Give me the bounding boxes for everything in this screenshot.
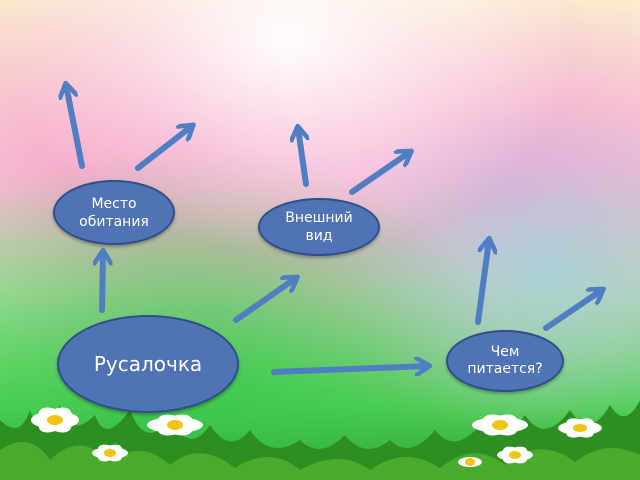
arrow-appearance-right: [349, 152, 410, 195]
arrow-main-to-habitat: [102, 252, 103, 313]
node-habitat-label: Место обитания: [79, 195, 149, 230]
node-main: Русалочка: [57, 315, 239, 413]
node-main-label: Русалочка: [93, 352, 203, 376]
node-appearance-label: Внешний вид: [285, 210, 353, 244]
arrow-appearance-up: [298, 128, 306, 187]
arrow-main-to-appearance: [233, 278, 296, 323]
node-food: Чем питается?: [446, 330, 564, 392]
node-habitat: Место обитания: [53, 180, 175, 245]
node-food-label: Чем питается?: [467, 344, 543, 377]
arrow-food-right: [543, 290, 602, 331]
arrow-food-up: [475, 240, 489, 325]
daisy-icon: [31, 407, 602, 467]
arrow-habitat-right: [135, 126, 192, 171]
arrow-habitat-up: [66, 85, 85, 169]
node-appearance: Внешний вид: [258, 198, 380, 256]
arrow-main-to-food: [271, 366, 428, 372]
